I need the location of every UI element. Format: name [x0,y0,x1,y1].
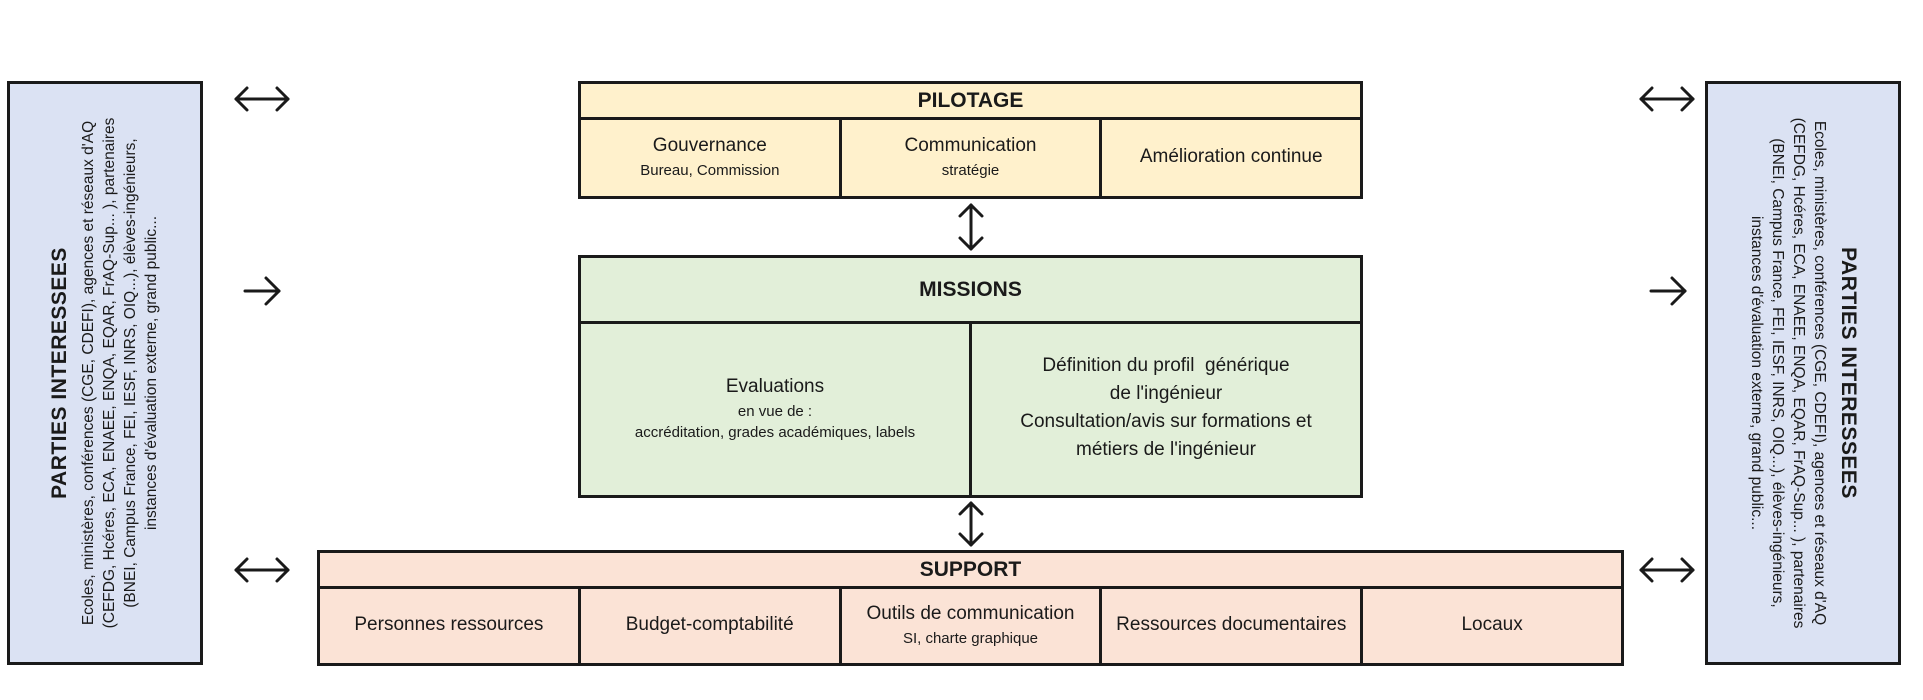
pilotage-cell-communication: Communication stratégie [838,117,1100,196]
stakeholders-right-line: Ecoles, ministères, conférences (CGE, CD… [1811,120,1828,626]
pilotage-cell-main: Gouvernance [652,135,767,156]
stakeholders-right-box: PARTIES INTERESSEES Ecoles, ministères, … [1705,81,1901,665]
support-cell-sub: SI, charte graphique [902,630,1039,647]
double-arrow-vertical-icon [956,202,986,252]
support-cell-ressources: Ressources documentaires [1099,586,1360,663]
missions-box: MISSIONS Evaluations en vue de : accrédi… [578,255,1363,498]
stakeholders-right-line: (BNEI, Campus France, FEI, IESF, INRS, O… [1769,138,1786,608]
support-cell-main: Ressources documentaires [1116,613,1347,635]
double-arrow-horizontal-icon [233,555,291,585]
missions-cell-main: Consultation/avis sur formations et [1020,411,1312,432]
support-box: SUPPORT Personnes ressources Budget-comp… [317,550,1624,666]
pilotage-cell-sub: stratégie [941,162,1000,179]
support-cell-outils: Outils de communication SI, charte graph… [838,586,1100,663]
pilotage-title: PILOTAGE [581,84,1360,120]
stakeholders-right-line: instances d'évaluation externe, grand pu… [1748,215,1765,531]
arrow-right-icon [242,274,282,308]
support-cell-personnes: Personnes ressources [320,586,578,663]
support-cell-main: Locaux [1461,613,1523,635]
missions-cell-sub: accréditation, grades académiques, label… [634,424,916,441]
missions-title: MISSIONS [581,258,1360,324]
arrow-right-icon [1648,274,1688,308]
pilotage-cell-main: Communication [904,135,1037,156]
support-cell-locaux: Locaux [1360,586,1621,663]
stakeholders-left-content: PARTIES INTERESSEES Ecoles, ministères, … [10,87,200,659]
stakeholders-left-line: (CEFDG, Hcéres, ECA, ENAEE, ENQA, EQAR, … [101,117,118,629]
stakeholders-left-line: (BNEI, Campus France, FEI, IESF, INRS, O… [122,138,139,608]
stakeholders-left-line: Ecoles, ministères, conférences (CGE, CD… [80,120,97,626]
missions-cell-main: métiers de l'ingénieur [1076,439,1256,460]
double-arrow-horizontal-icon [1638,555,1696,585]
support-title: SUPPORT [320,553,1621,589]
support-cell-main: Outils de communication [866,603,1075,624]
pilotage-cell-gouvernance: Gouvernance Bureau, Commission [581,117,839,196]
pilotage-cell-amelioration: Amélioration continue [1099,117,1360,196]
stakeholders-left-title: PARTIES INTERESSEES [48,247,71,499]
missions-cell-main: Evaluations [725,376,825,397]
stakeholders-right-title: PARTIES INTERESSEES [1837,247,1860,499]
pilotage-cell-main: Amélioration continue [1139,145,1323,167]
double-arrow-horizontal-icon [1638,84,1696,114]
support-cell-budget: Budget-comptabilité [577,586,839,663]
stakeholders-right-line: (CEFDG, Hcéres, ECA, ENAEE, ENQA, EQAR, … [1790,117,1807,629]
stakeholders-left-line: instances d'évaluation externe, grand pu… [143,215,160,531]
missions-cell-main: de l'ingénieur [1109,383,1223,404]
missions-cell-definition: Définition du profil générique de l'ingé… [969,321,1360,495]
pilotage-cell-sub: Bureau, Commission [640,162,780,179]
stakeholders-left-box: PARTIES INTERESSEES Ecoles, ministères, … [7,81,203,665]
support-cell-main: Personnes ressources [354,613,544,635]
missions-cell-main: Définition du profil générique [1042,355,1290,376]
double-arrow-vertical-icon [956,500,986,548]
double-arrow-horizontal-icon [233,84,291,114]
missions-cell-sub: en vue de : [737,403,813,420]
pilotage-box: PILOTAGE Gouvernance Bureau, Commission … [578,81,1363,199]
stakeholders-right-content: PARTIES INTERESSEES Ecoles, ministères, … [1708,87,1898,659]
support-cell-main: Budget-comptabilité [625,613,794,635]
missions-cell-evaluations: Evaluations en vue de : accréditation, g… [581,321,969,495]
